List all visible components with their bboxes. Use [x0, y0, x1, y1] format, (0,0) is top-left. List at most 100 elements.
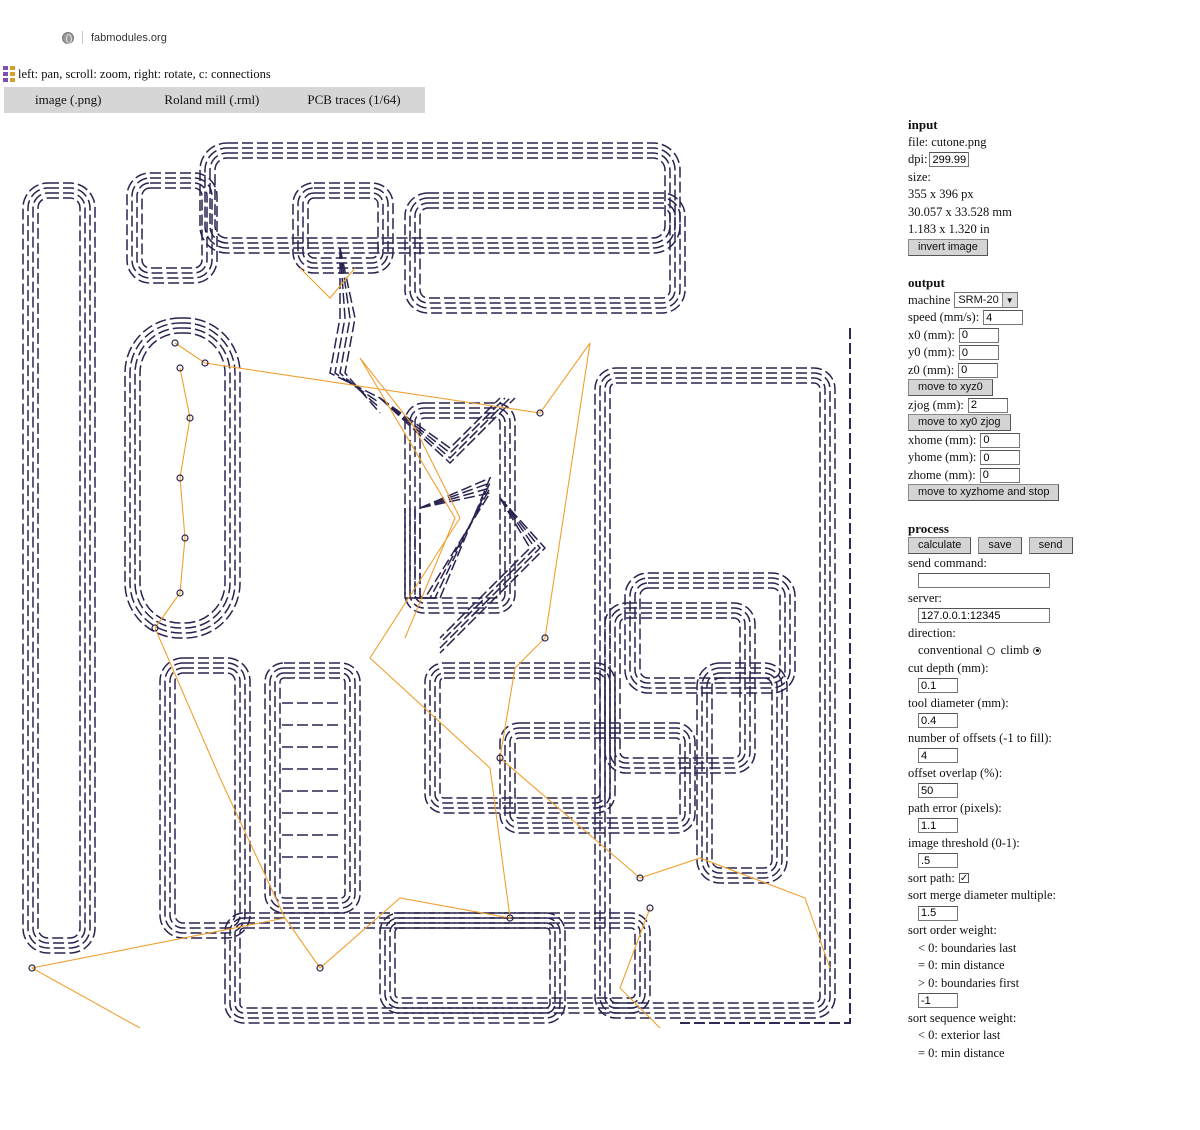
climb-label: climb: [1000, 643, 1030, 657]
xhome-input[interactable]: [980, 432, 1021, 448]
pad-marker: [151, 624, 159, 632]
move-to-xyz0-button[interactable]: move to xyz0: [908, 379, 993, 397]
xhome-label: xhome (mm):: [908, 432, 977, 447]
lozenge-offset-3: [129, 322, 236, 634]
pad-marker: [646, 904, 654, 912]
diag-c-offset-2: [439, 497, 536, 644]
right-frame-offset-4: [594, 367, 836, 1019]
pad-marker: [536, 409, 544, 417]
left-bar-offset-3: [27, 187, 91, 949]
sort-path-label: sort path:: [908, 870, 955, 885]
server-label: server:: [908, 590, 943, 605]
conventional-radio[interactable]: [986, 646, 995, 655]
diag-c-offset-4: [439, 497, 547, 654]
path-error-label: path error (pixels):: [908, 800, 1002, 815]
site-url: fabmodules.org: [91, 31, 167, 44]
dpi-input[interactable]: [929, 152, 970, 168]
bottom-trace-offset-1: [239, 927, 551, 1009]
x0-label: x0 (mm):: [908, 327, 955, 342]
sort-path-checkbox[interactable]: ✓: [958, 873, 969, 885]
diag-a-offset-4: [339, 247, 381, 414]
send-command-input[interactable]: [918, 573, 1050, 589]
grid-icon-cell: [10, 66, 15, 70]
sort-sequence-lt: < 0: exterior last: [918, 1028, 1001, 1042]
cut-depth-label: cut depth (mm):: [908, 660, 989, 675]
pad-marker: [636, 874, 644, 882]
left-inner-bar-offset-4: [159, 657, 251, 939]
lower-mid-offset-4: [499, 722, 696, 834]
speed-input[interactable]: [983, 310, 1024, 326]
left-inner-bar-offset-1: [174, 672, 236, 924]
dpi-label: dpi:: [908, 152, 928, 166]
z0-row: z0 (mm):: [908, 362, 1200, 380]
offsets-input[interactable]: [918, 748, 958, 764]
machine-row: machine SRM-20 ▼: [908, 292, 1200, 310]
invert-image-button[interactable]: invert image: [908, 238, 988, 256]
yhome-input[interactable]: [980, 450, 1021, 466]
sort-merge-input[interactable]: [918, 905, 958, 921]
climb-radio[interactable]: [1033, 646, 1042, 655]
top-right-pad-offset-1: [419, 207, 671, 299]
bottom-trace-offset-3: [229, 917, 561, 1019]
mid-right-block-offset-2: [634, 582, 786, 684]
z0-input[interactable]: [958, 362, 999, 378]
mid-right-trace-offset-4: [604, 602, 756, 774]
tool-diameter-label: tool diameter (mm):: [908, 695, 1009, 710]
connection-lines: [30, 267, 831, 1028]
tab-pcb-traces[interactable]: PCB traces (1/64): [307, 92, 401, 107]
grid-icon-cell: [3, 72, 8, 76]
x0-input[interactable]: [958, 327, 999, 343]
tool-diameter-input[interactable]: [918, 713, 958, 729]
xhome-row: xhome (mm):: [908, 432, 1200, 450]
mid-block-offset-2: [434, 672, 606, 804]
sort-order-input[interactable]: [918, 993, 958, 1009]
send-button[interactable]: send: [1028, 537, 1073, 555]
sort-order-label: sort order weight:: [908, 923, 997, 937]
left-bar-offset-1: [37, 197, 81, 939]
overlap-input[interactable]: [918, 783, 958, 799]
machine-select[interactable]: SRM-20 ▼: [954, 292, 1018, 309]
pad-markers: [28, 339, 654, 972]
help-text: left: pan, scroll: zoom, right: rotate, …: [18, 66, 271, 81]
right-pad-offset-1: [711, 677, 773, 869]
threshold-input[interactable]: [918, 853, 958, 869]
output-heading: output: [908, 275, 945, 290]
calculate-button[interactable]: calculate: [908, 537, 972, 555]
mid-right-block-offset-4: [624, 572, 796, 694]
machine-label: machine: [908, 292, 951, 307]
direction-label: direction:: [908, 625, 956, 640]
move-to-home-button[interactable]: move to xyzhome and stop: [908, 484, 1060, 502]
toolpath-canvas[interactable]: [0, 118, 880, 1028]
sort-sequence-eq: = 0: min distance: [918, 1045, 1005, 1060]
diag-c-offset-3: [439, 497, 542, 649]
path-error-input[interactable]: [918, 818, 958, 834]
connection-line-1: [174, 342, 831, 969]
move-to-xy0-zjog-button[interactable]: move to xy0 zjog: [908, 414, 1011, 432]
connection-line-3: [284, 357, 511, 969]
diag-b-offset-4: [379, 397, 516, 465]
cut-depth-input[interactable]: [918, 678, 958, 694]
zjog-input[interactable]: [967, 397, 1008, 413]
size-label: size:: [908, 169, 931, 184]
tab-roland-mill-rml[interactable]: Roland mill (.rml): [164, 92, 260, 107]
resistor-stack-offset-4: [264, 662, 361, 914]
save-button[interactable]: save: [978, 537, 1022, 555]
mid-right-block-offset-1: [639, 587, 781, 679]
overlap-label: offset overlap (%):: [908, 765, 1003, 780]
pad-marker: [176, 364, 184, 372]
input-heading: input: [908, 117, 938, 132]
site-address: fabmodules.org: [62, 31, 167, 44]
zhome-input[interactable]: [979, 467, 1020, 483]
size-px: 355 x 396 px: [908, 187, 974, 201]
triangle-offset-3: [409, 486, 492, 599]
left-inner-bar-offset-3: [164, 662, 246, 934]
diag-b-offset-2: [379, 397, 506, 455]
pad-marker: [201, 359, 209, 367]
tab-image-png[interactable]: image (.png): [35, 92, 102, 107]
mid-right-trace-offset-2: [614, 612, 746, 764]
mid-right-block-offset-3: [629, 577, 791, 689]
block-a-offset-2: [136, 182, 208, 274]
chevron-down-icon[interactable]: ▼: [1001, 293, 1017, 308]
server-input[interactable]: [918, 608, 1050, 624]
y0-input[interactable]: [958, 345, 999, 361]
